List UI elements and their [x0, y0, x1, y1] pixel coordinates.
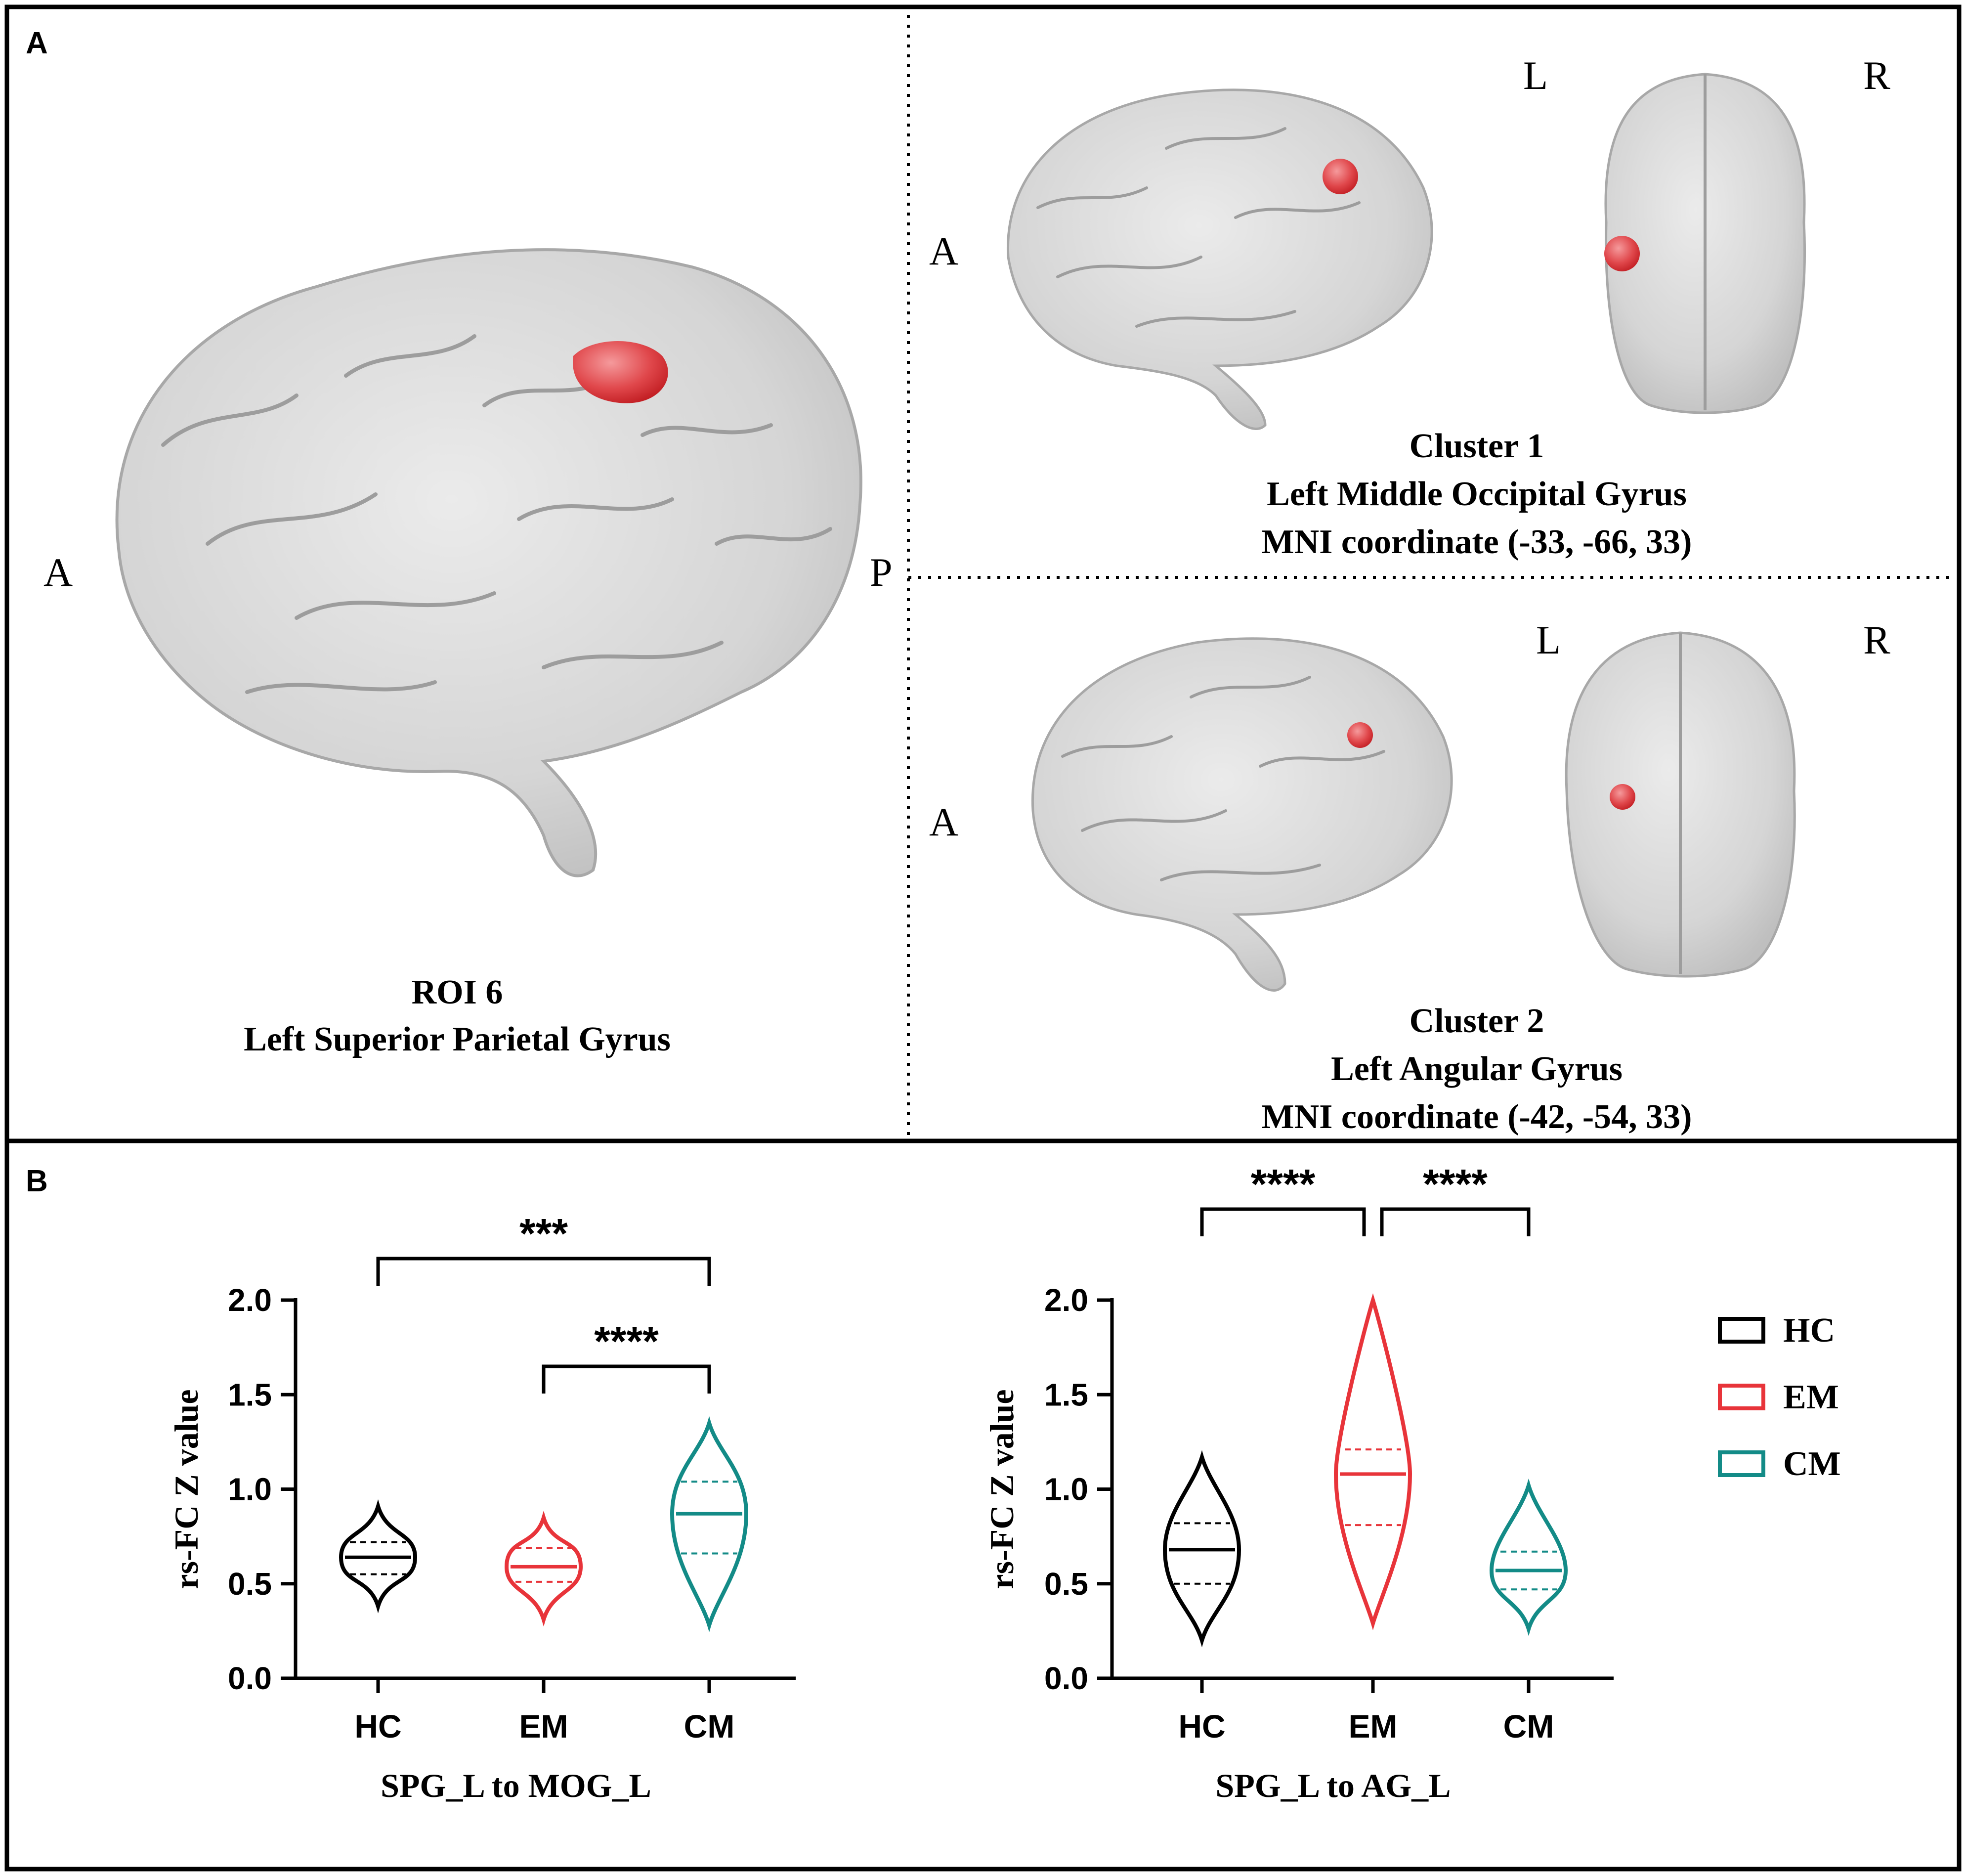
cluster1-caption-line3: MNI coordinate (-33, -66, 33) — [1262, 523, 1692, 561]
roi-caption-line2: Left Superior Parietal Gyrus — [244, 1020, 671, 1058]
violin-HC — [1162, 1450, 1241, 1648]
roi-caption-line1: ROI 6 — [412, 973, 503, 1011]
violin-CM — [1489, 1478, 1568, 1636]
y-tick-label: 0.5 — [228, 1566, 272, 1602]
significance-bracket — [1380, 1207, 1531, 1236]
significance-stars: **** — [594, 1318, 659, 1364]
cluster2-anterior-label: A — [929, 799, 958, 844]
legend-label-CM: CM — [1783, 1445, 1841, 1483]
cluster2-lateral-brain — [1031, 637, 1453, 992]
figure-border — [4, 4, 1962, 1872]
x-axis-label: SPG_L to AG_L — [1215, 1767, 1451, 1804]
y-tick-label: 0.0 — [228, 1660, 272, 1696]
roi-posterior-label: P — [870, 550, 893, 595]
legend-swatch-HC — [1718, 1317, 1765, 1344]
significance-stars: **** — [1423, 1161, 1488, 1207]
violin-EM — [504, 1511, 583, 1627]
roi-brain-render — [115, 248, 862, 877]
cluster2-lateral-shape — [1031, 637, 1453, 992]
violin-EM — [1333, 1293, 1412, 1630]
y-tick-label: 0.5 — [1044, 1566, 1088, 1602]
cluster1-lateral-gyri — [1036, 127, 1361, 328]
cluster2-axial-blob — [1610, 784, 1635, 810]
chart-legend: HC EM CM — [1718, 1311, 1841, 1483]
x-tick-label: EM — [519, 1708, 568, 1745]
cluster1-lateral-blob — [1323, 159, 1358, 194]
cluster1-anterior-label: A — [929, 228, 958, 273]
panel-a-label: A — [26, 26, 48, 60]
legend-swatch-CM — [1718, 1450, 1765, 1477]
y-tick-label: 1.0 — [1044, 1472, 1088, 1507]
y-tick-label: 1.5 — [228, 1377, 272, 1412]
cluster1-caption-line2: Left Middle Occipital Gyrus — [1267, 475, 1687, 513]
cluster2-caption-line3: MNI coordinate (-42, -54, 33) — [1262, 1098, 1692, 1136]
significance-bracket — [376, 1257, 711, 1286]
x-tick-label: CM — [684, 1708, 735, 1745]
x-tick-label: EM — [1349, 1708, 1398, 1745]
roi-anterior-label: A — [43, 550, 73, 595]
y-tick-label: 1.0 — [228, 1472, 272, 1507]
legend-label-HC: HC — [1783, 1311, 1835, 1350]
y-tick-label: 0.0 — [1044, 1660, 1088, 1696]
x-axis-label: SPG_L to MOG_L — [381, 1767, 651, 1804]
cluster1-axial-brain — [1604, 73, 1806, 414]
cluster1-lateral-brain — [1006, 88, 1433, 430]
y-axis-label: rs-FC Z value — [983, 1389, 1021, 1589]
roi-brain-gyri — [161, 334, 832, 694]
cluster2-caption-line2: Left Angular Gyrus — [1331, 1050, 1623, 1088]
roi-highlight-blob — [573, 341, 668, 403]
y-tick-label: 2.0 — [1044, 1282, 1088, 1318]
violin-CM — [670, 1416, 749, 1632]
significance-stars: **** — [1251, 1161, 1316, 1207]
legend-swatch-EM — [1718, 1384, 1765, 1410]
y-tick-label: 2.0 — [228, 1282, 272, 1318]
panel-b-label: B — [26, 1164, 48, 1198]
significance-bracket — [542, 1364, 711, 1394]
x-tick-label: CM — [1503, 1708, 1554, 1745]
cluster2-caption-line1: Cluster 2 — [1410, 1002, 1544, 1040]
x-tick-label: HC — [354, 1708, 401, 1745]
cluster1-axial-blob — [1604, 236, 1640, 271]
cluster2-lateral-gyri — [1061, 676, 1385, 881]
cluster1-lateral-shape — [1006, 88, 1433, 430]
cluster2-right-label: R — [1863, 617, 1890, 662]
legend-label-EM: EM — [1783, 1378, 1839, 1416]
cluster1-right-label: R — [1863, 53, 1890, 98]
cluster2-left-label: L — [1536, 617, 1561, 662]
cluster2-lateral-blob — [1347, 722, 1373, 748]
cluster1-caption-line1: Cluster 1 — [1410, 427, 1544, 465]
roi-brain-shape — [115, 248, 862, 877]
y-axis-label: rs-FC Z value — [168, 1389, 205, 1589]
y-tick-label: 1.5 — [1044, 1377, 1088, 1412]
significance-stars: *** — [519, 1210, 568, 1257]
x-tick-label: HC — [1178, 1708, 1225, 1745]
violin-HC — [339, 1499, 418, 1614]
cluster2-axial-brain — [1565, 631, 1796, 978]
cluster1-left-label: L — [1523, 53, 1548, 98]
significance-bracket — [1200, 1207, 1366, 1236]
